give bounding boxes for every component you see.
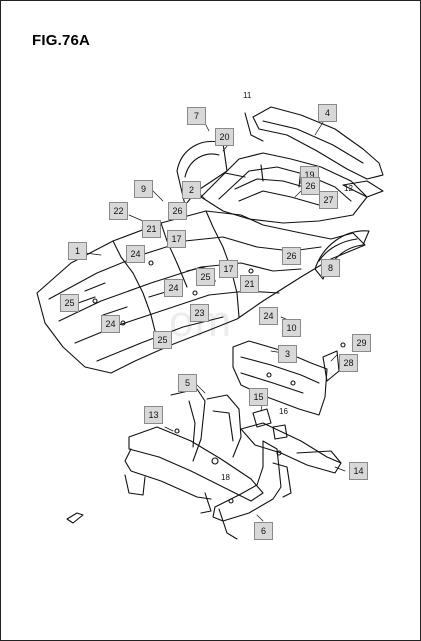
callout-24-left[interactable]: 24 (126, 245, 145, 263)
callout-24-center[interactable]: 24 (164, 279, 183, 297)
callout-21-left[interactable]: 21 (142, 220, 161, 238)
callout-9[interactable]: 9 (134, 180, 153, 198)
callout-27[interactable]: 27 (319, 191, 338, 209)
callout-25-bottom[interactable]: 25 (153, 331, 172, 349)
callout-17-lower[interactable]: 17 (219, 260, 238, 278)
callout-5[interactable]: 5 (178, 374, 197, 392)
callout-6[interactable]: 6 (254, 522, 273, 540)
label-16: 16 (279, 407, 288, 416)
callout-26-rear[interactable]: 26 (301, 177, 320, 195)
callout-25-center[interactable]: 25 (196, 268, 215, 286)
callout-1[interactable]: 1 (68, 242, 87, 260)
callout-29[interactable]: 29 (352, 334, 371, 352)
rear-cross-member-drawing (244, 106, 384, 198)
callout-13[interactable]: 13 (144, 406, 163, 424)
callout-21-right[interactable]: 21 (240, 275, 259, 293)
callout-24-bottom[interactable]: 24 (101, 315, 120, 333)
callout-8[interactable]: 8 (321, 259, 340, 277)
callout-20[interactable]: 20 (215, 128, 234, 146)
callout-10[interactable]: 10 (282, 319, 301, 337)
callout-26-right[interactable]: 26 (282, 247, 301, 265)
callout-14[interactable]: 14 (349, 462, 368, 480)
callout-2[interactable]: 2 (182, 181, 201, 199)
callout-4[interactable]: 4 (318, 104, 337, 122)
front-frame-drawing (124, 388, 342, 540)
callout-17-upper[interactable]: 17 (167, 230, 186, 248)
callout-15[interactable]: 15 (249, 388, 268, 406)
callout-25-left[interactable]: 25 (60, 294, 79, 312)
callout-7[interactable]: 7 (187, 107, 206, 125)
figure-title: FIG.76A (32, 32, 91, 49)
floor-pan-drawing (36, 210, 366, 374)
bolt-marker-drawing (66, 512, 84, 524)
callout-22[interactable]: 22 (109, 202, 128, 220)
callout-28[interactable]: 28 (339, 354, 358, 372)
callout-23[interactable]: 23 (190, 304, 209, 322)
callout-3[interactable]: 3 (278, 345, 297, 363)
label-11: 11 (243, 91, 252, 100)
callout-24-right[interactable]: 24 (259, 307, 278, 325)
label-18: 18 (221, 473, 230, 482)
wheel-house-drawing (176, 141, 370, 280)
callout-26-upper[interactable]: 26 (168, 202, 187, 220)
label-12: 12 (344, 184, 353, 193)
